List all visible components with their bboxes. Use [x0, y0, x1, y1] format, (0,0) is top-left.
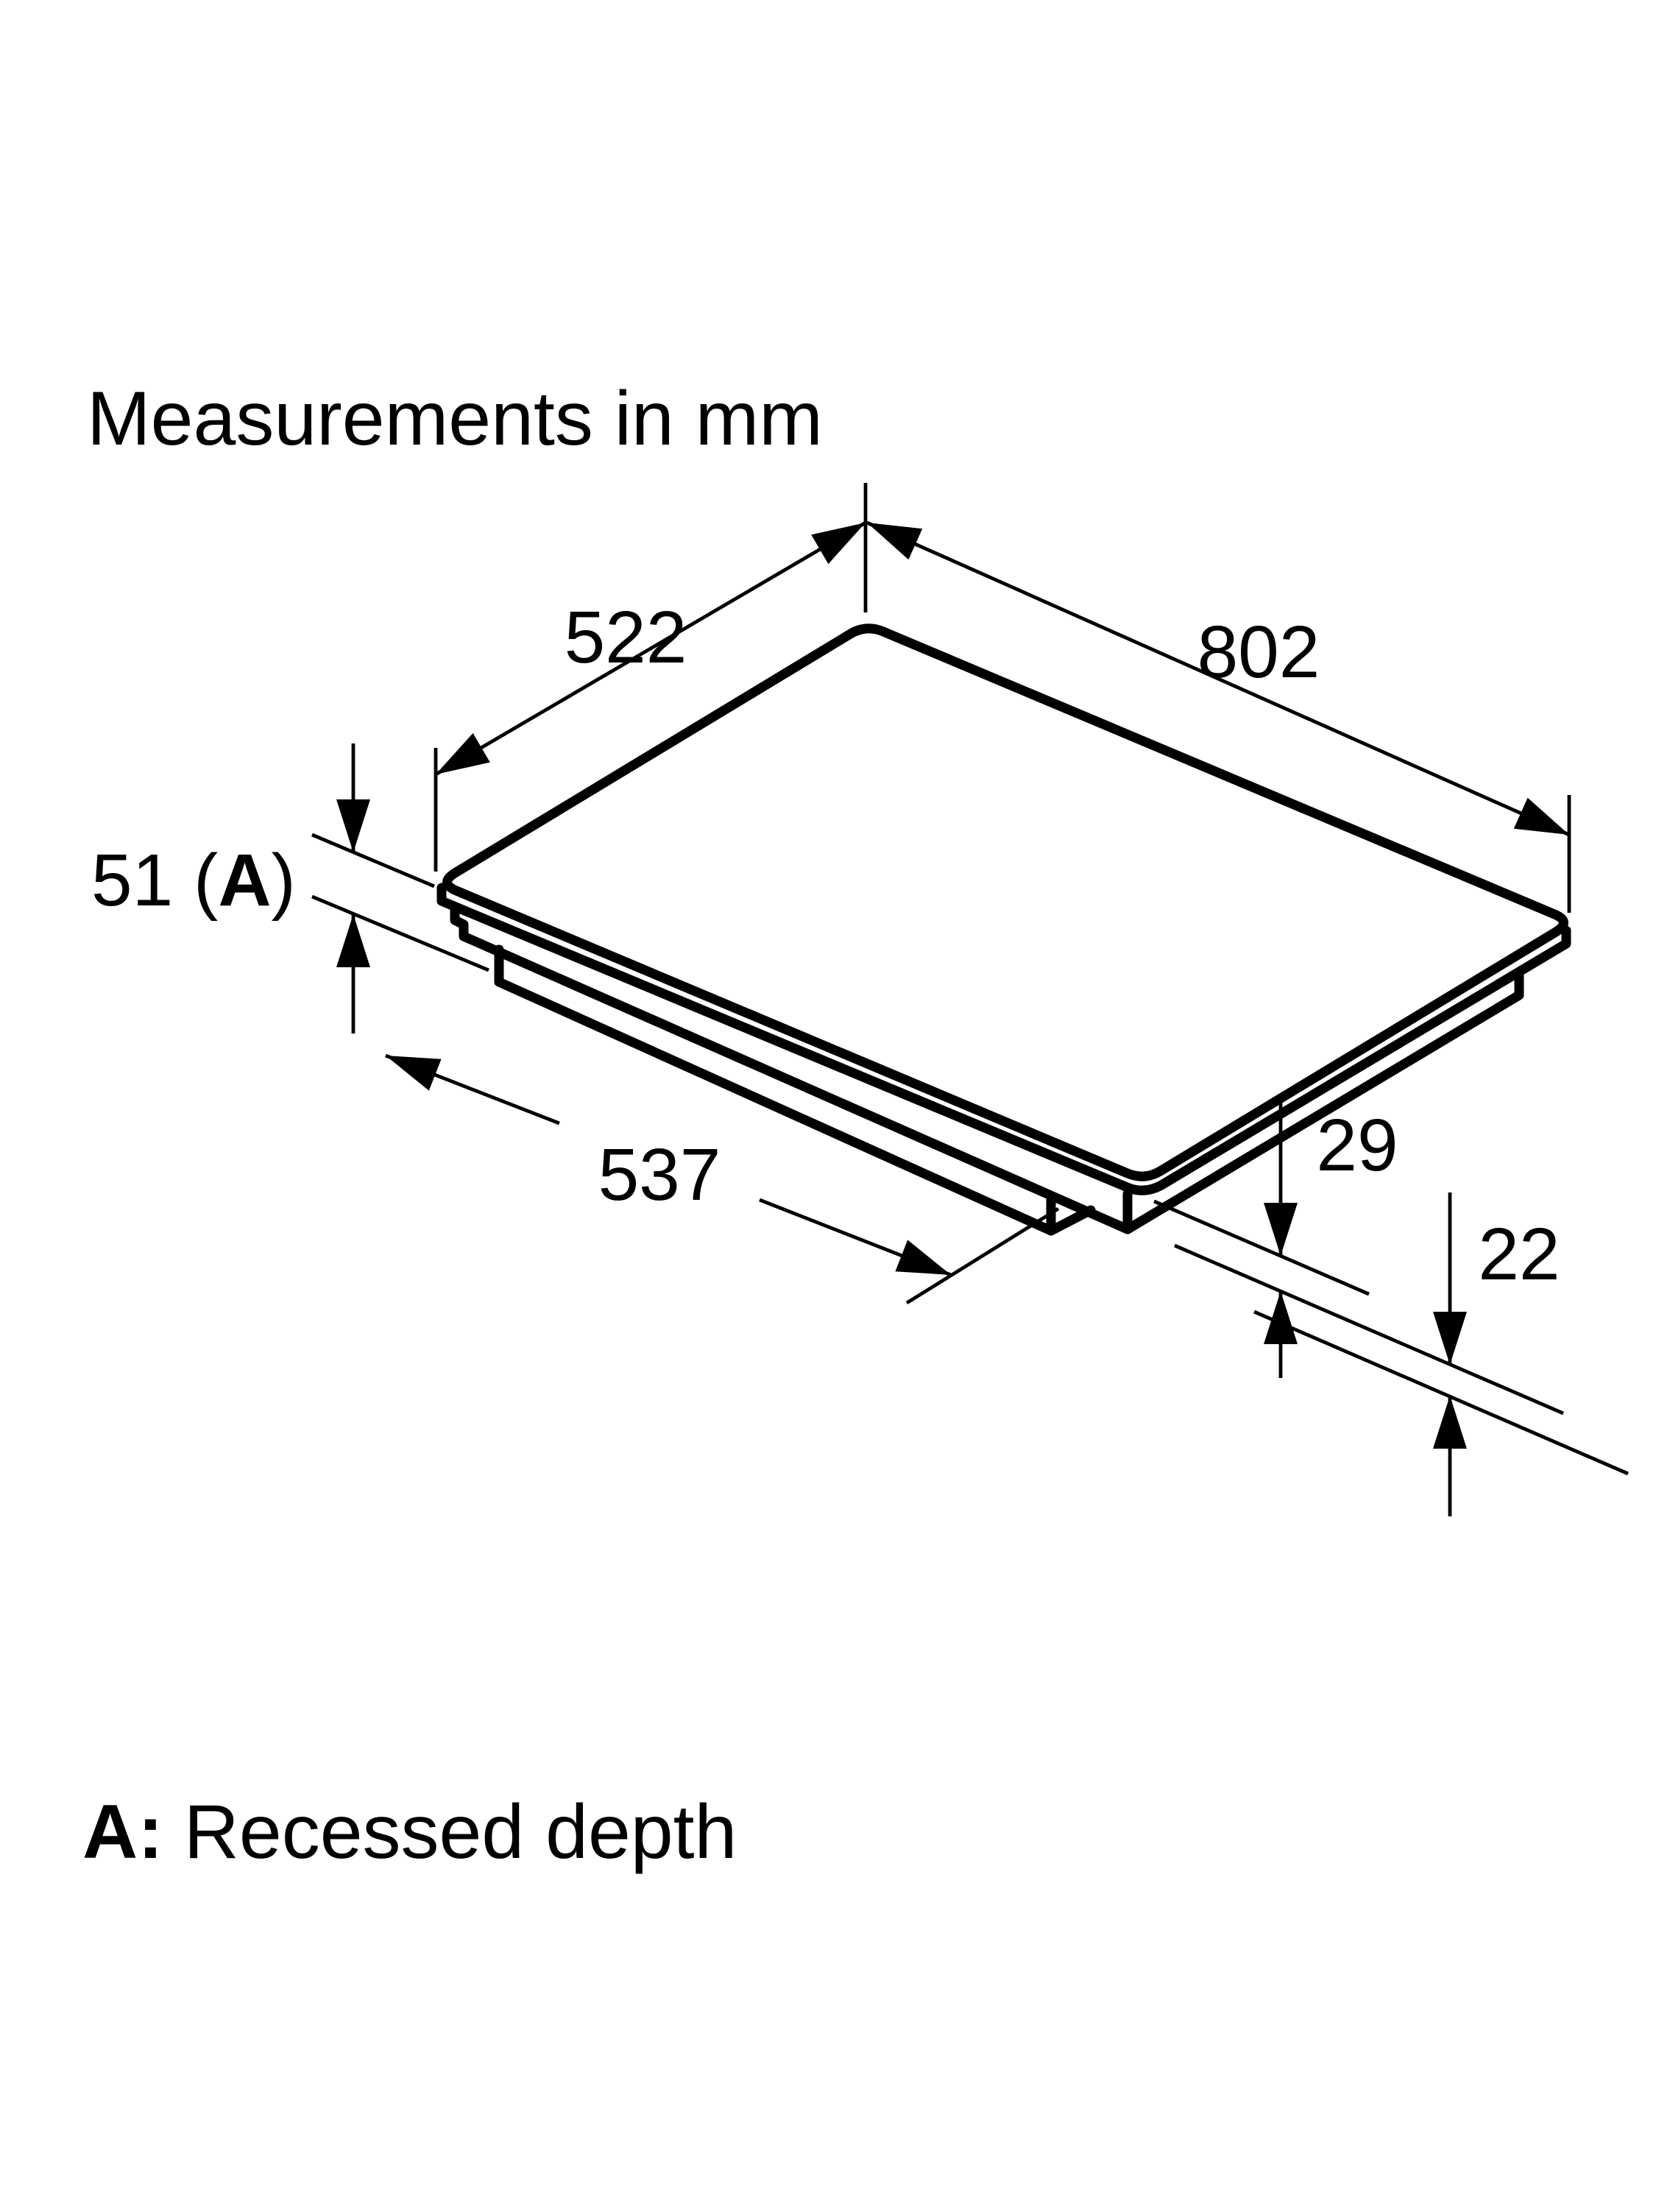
diagram-title: Measurements in mm — [87, 376, 823, 462]
dimension-51-extension-upper — [311, 833, 435, 888]
dimension-labels: 522 802 51 (A) 537 29 22 — [91, 596, 1560, 1296]
arrowhead-icon — [436, 733, 490, 774]
hob-outline — [436, 623, 1571, 1236]
dimension-22 — [1253, 1192, 1629, 1516]
dimension-label-537: 537 — [598, 1134, 721, 1216]
dimension-29-extension-lower — [1174, 1243, 1564, 1416]
base-tier2-left-edge — [494, 944, 1056, 1236]
base-tier2-front-edge — [1046, 1195, 1096, 1236]
arrowhead-icon — [336, 914, 370, 967]
arrowhead-icon — [811, 523, 866, 565]
arrowhead-icon — [1264, 1203, 1298, 1256]
dimension-51-extension-lower — [311, 894, 489, 972]
dimension-label-522: 522 — [565, 596, 687, 679]
arrowhead-icon — [867, 523, 923, 560]
footnote-recessed-depth: A:Recessed depth — [82, 1789, 737, 1875]
dimension-522 — [434, 520, 867, 872]
arrowhead-icon — [895, 1240, 951, 1275]
dimension-lines — [311, 483, 1629, 1516]
footnote-key: A: — [82, 1789, 163, 1875]
dimension-label-802: 802 — [1197, 611, 1320, 693]
arrowhead-icon — [1433, 1396, 1467, 1449]
footnote-description: Recessed depth — [184, 1789, 737, 1875]
dimension-label-51A: 51 (A) — [91, 839, 296, 922]
base-left-steps — [450, 903, 1133, 1234]
arrowhead-icon — [1513, 797, 1569, 835]
arrowhead-icon — [1264, 1291, 1298, 1344]
arrowhead-icon — [1433, 1312, 1467, 1365]
dimension-22-extension-lower — [1253, 1310, 1629, 1476]
dimension-51-recessed-depth — [311, 743, 489, 1033]
label-51-prefix: 51 ( — [91, 839, 218, 922]
arrowhead-icon — [336, 799, 370, 852]
base-tier1-right-edge — [1122, 969, 1524, 1234]
dimension-537 — [385, 1053, 1060, 1305]
dimension-label-29: 29 — [1316, 1104, 1398, 1187]
dimension-label-22: 22 — [1478, 1213, 1560, 1296]
glass-top-surface — [442, 623, 1568, 1181]
dimension-537-extension — [905, 1206, 1060, 1305]
dimension-522-line — [434, 520, 867, 777]
dimension-802 — [866, 520, 1571, 913]
dimension-29-extension-upper — [1153, 1199, 1370, 1296]
dimension-802-line — [866, 520, 1570, 837]
label-51-letter-A: A — [218, 839, 271, 922]
label-51-suffix: ) — [272, 839, 296, 922]
dimension-29 — [1153, 1094, 1564, 1416]
arrowhead-icon — [386, 1056, 442, 1091]
glass-bottom-edge — [436, 883, 1571, 1195]
